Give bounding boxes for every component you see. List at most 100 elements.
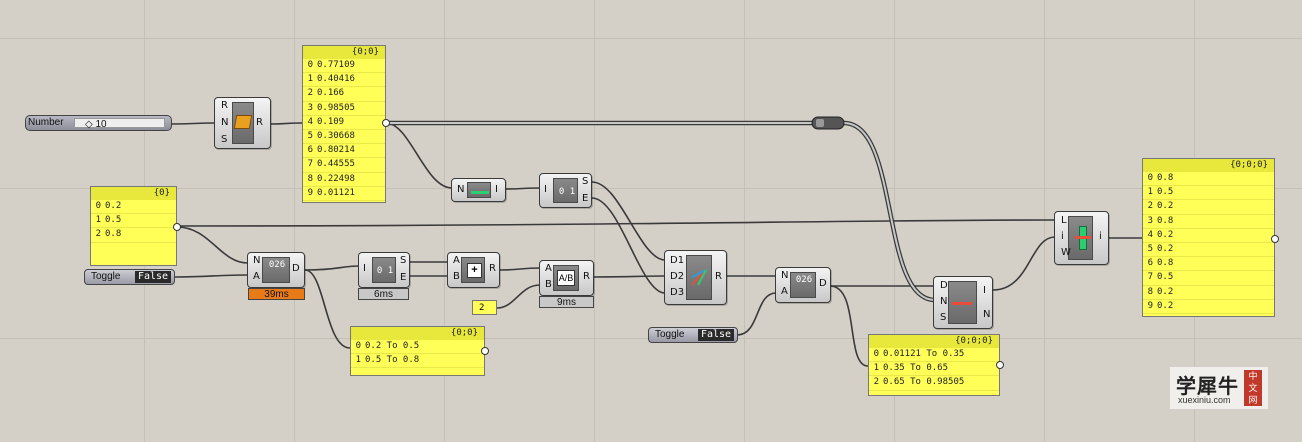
input-a[interactable]: A: [453, 255, 460, 266]
panel-output-grip[interactable]: [481, 347, 489, 355]
consecutive-domains-component[interactable]: N A D 026: [775, 267, 831, 303]
row-index: 6: [1147, 258, 1153, 269]
slider-track[interactable]: ◇ 10: [74, 118, 165, 130]
panel-path: {0}: [91, 187, 176, 200]
random-component[interactable]: R N S R: [214, 97, 271, 149]
input-n[interactable]: N: [457, 184, 465, 195]
input-n[interactable]: N: [940, 296, 948, 307]
input-l[interactable]: L: [1061, 215, 1067, 226]
row-index: 9: [1147, 300, 1153, 311]
row-value: 0.98505: [317, 102, 355, 113]
consecutive-domains-component[interactable]: N A D 026: [247, 252, 305, 288]
dice-icon: [233, 115, 253, 129]
output-i[interactable]: i: [1099, 231, 1102, 242]
watermark-cn: 学犀牛: [1176, 374, 1239, 398]
row-value: 0.2: [1157, 243, 1174, 254]
panel-output-grip[interactable]: [996, 361, 1004, 369]
input-n[interactable]: N: [781, 270, 789, 281]
wire: [176, 226, 249, 264]
output-r[interactable]: R: [583, 271, 590, 282]
output-r[interactable]: R: [256, 117, 263, 128]
output-i[interactable]: I: [495, 184, 498, 195]
output-r[interactable]: R: [715, 271, 722, 282]
input-d[interactable]: D: [940, 280, 948, 291]
row-index: 1: [1147, 187, 1153, 198]
slider-label: Number: [28, 117, 64, 128]
input-a[interactable]: A: [253, 271, 260, 282]
addition-component[interactable]: A B R +: [447, 252, 500, 288]
row-value: 0.2: [1157, 201, 1174, 212]
boolean-toggle[interactable]: Toggle False: [84, 269, 175, 285]
input-n[interactable]: N: [221, 117, 229, 128]
input-s[interactable]: S: [940, 312, 947, 323]
wire: [171, 122, 216, 125]
input-i[interactable]: I: [544, 184, 547, 195]
list-item-component[interactable]: L i W i: [1054, 211, 1109, 265]
toggle-label: Toggle: [655, 329, 685, 340]
input-r[interactable]: R: [221, 100, 228, 111]
output-n[interactable]: N: [983, 309, 991, 320]
output-d[interactable]: D: [819, 278, 827, 289]
output-s[interactable]: S: [582, 176, 589, 187]
watermark-badge: 中 文 网: [1244, 370, 1262, 406]
deconstruct-domain-component[interactable]: I S E 0 1: [358, 252, 410, 288]
row-value: 0.77109: [317, 60, 355, 70]
row-index: 6: [307, 145, 313, 156]
output-d[interactable]: D: [292, 263, 300, 274]
input-d1[interactable]: D1: [670, 255, 685, 266]
input-i[interactable]: I: [363, 263, 366, 274]
find-domain-component[interactable]: D N S I N: [933, 276, 993, 329]
row-value: 0.30668: [317, 130, 355, 141]
timer-badge: 9ms: [539, 296, 594, 308]
output-e[interactable]: E: [400, 272, 407, 283]
output-i[interactable]: I: [983, 285, 986, 296]
division-component[interactable]: A B R A/B: [539, 260, 594, 296]
row-value: 0.44555: [317, 159, 355, 170]
input-w[interactable]: W: [1061, 247, 1071, 258]
row-index: 3: [1147, 215, 1153, 226]
constant-panel[interactable]: 2: [472, 300, 497, 315]
merge-component[interactable]: D1 D2 D3 R: [664, 250, 727, 305]
input-s[interactable]: S: [221, 134, 228, 145]
output-r[interactable]: R: [489, 263, 496, 274]
input-n[interactable]: N: [253, 255, 261, 266]
input-i[interactable]: i: [1061, 231, 1064, 242]
output-s[interactable]: S: [400, 255, 407, 266]
row-value: 0.2: [105, 201, 122, 211]
panel-output-grip[interactable]: [382, 119, 390, 127]
toggle-value[interactable]: False: [135, 271, 171, 283]
wire: [385, 122, 453, 189]
input-b[interactable]: B: [545, 279, 552, 290]
input-d3[interactable]: D3: [670, 287, 685, 298]
row-index: 2: [1147, 201, 1153, 212]
number-slider[interactable]: Number ◇ 10: [25, 115, 172, 131]
panel-output-grip[interactable]: [1271, 235, 1279, 243]
input-a[interactable]: A: [781, 286, 788, 297]
deconstruct-domain-component[interactable]: I S E 0 1: [539, 173, 592, 208]
toggle-value[interactable]: False: [698, 329, 734, 341]
row-index: 8: [1147, 286, 1153, 297]
input-a[interactable]: A: [545, 263, 552, 274]
panel-output-grip[interactable]: [173, 223, 181, 231]
output-e[interactable]: E: [582, 193, 589, 204]
row-value: 0.5 To 0.8: [365, 355, 420, 366]
bounds-component[interactable]: N I: [451, 178, 506, 202]
boolean-toggle[interactable]: Toggle False: [648, 327, 738, 343]
row-index: 5: [1147, 243, 1153, 254]
row-value: 0.2: [1157, 229, 1174, 240]
row-index: 1: [95, 215, 101, 226]
consecutive-icon: 026: [795, 275, 813, 285]
input-d2[interactable]: D2: [670, 271, 685, 282]
wire-bundle-inner: [843, 122, 936, 301]
input-b[interactable]: B: [453, 271, 460, 282]
